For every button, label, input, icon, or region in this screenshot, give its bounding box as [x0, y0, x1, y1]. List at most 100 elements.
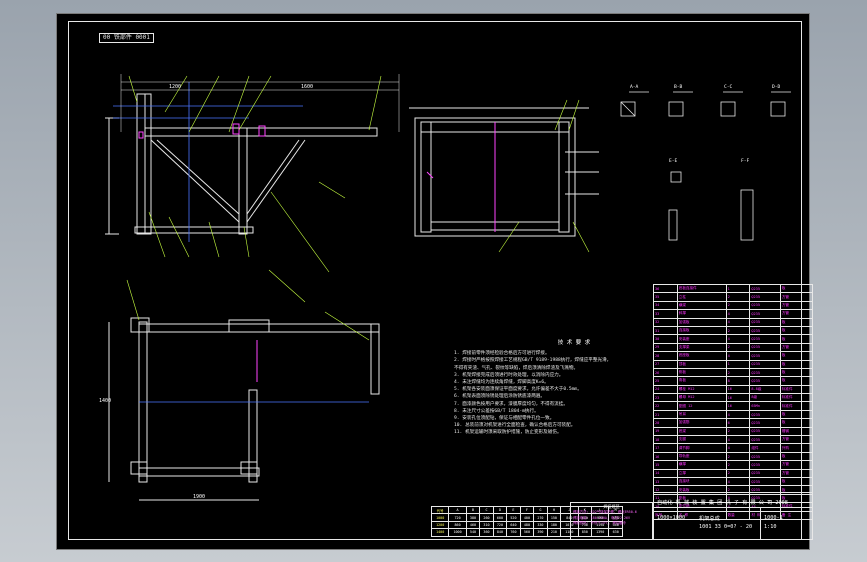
- dim-cell: 720: [448, 513, 467, 522]
- top-dim-2: 1600: [301, 84, 313, 90]
- dim-cell: 600: [492, 513, 508, 522]
- bom-cell: Q235: [749, 342, 781, 353]
- bom-cell: 8.8级: [749, 384, 781, 395]
- bom-cell: 36: [653, 283, 678, 294]
- cad-viewport[interactable]: 1200 1600: [56, 13, 814, 550]
- bom-cell: 板: [779, 351, 814, 361]
- bom-cell: Q235: [749, 317, 781, 327]
- bom-cell: 16: [725, 401, 751, 411]
- bom-cell: 板: [779, 325, 814, 336]
- bom-cell: 21: [653, 409, 678, 420]
- bom-cell: Q235: [749, 418, 781, 428]
- dim-cell: B: [465, 505, 481, 515]
- section-label-2: B-B: [674, 84, 683, 90]
- bom-cell: 2: [725, 342, 751, 353]
- bom-cell: 2: [725, 460, 751, 470]
- dim-cell: 代号: [430, 505, 450, 515]
- plan-view: [108, 317, 380, 501]
- dim-cell: 1400: [430, 528, 450, 537]
- bom-cell: 板: [779, 418, 814, 428]
- bom-cell: 32: [653, 317, 678, 327]
- bom-cell: Q235: [749, 292, 781, 302]
- bom-cell: 方管: [779, 435, 814, 445]
- bom-cell: 板: [779, 317, 814, 327]
- drawing-sheet: 1200 1600: [68, 21, 814, 540]
- bom-cell: 板: [779, 367, 814, 378]
- bom-cell: Q235: [749, 309, 781, 319]
- dim-cell: 840: [492, 528, 508, 537]
- dim-cell: 1200: [430, 520, 450, 530]
- bottom-dim: 1900: [193, 494, 205, 500]
- dim-cell: 640: [506, 520, 521, 530]
- dim-cell: 1000: [448, 528, 467, 537]
- bom-cell: 底板连接件: [676, 283, 727, 294]
- bom-cell: Q235: [749, 468, 781, 479]
- diagonal-brace: [150, 139, 240, 223]
- bom-cell: 4: [725, 317, 751, 327]
- dim-cell: 720: [492, 520, 508, 530]
- dim-cell: E: [506, 505, 521, 515]
- bom-cell: 19: [653, 426, 678, 437]
- bom-row: 序号名 称数量材 料备 注: [653, 510, 814, 520]
- bom-cell: 23: [653, 393, 678, 403]
- bom-cell: 槽钢: [779, 426, 814, 437]
- dim-cell: D: [492, 505, 508, 515]
- notes-line: 2. 焊接时严格按照焊接工艺规程GB/T 9189-1988执行，焊缝应平整光滑…: [454, 358, 612, 364]
- bom-cell: 16: [653, 451, 678, 462]
- notes-line: 10. 总装前须对机架进行全面检查，确认合格后方可装配。: [454, 423, 576, 429]
- bom-cell: 板: [779, 409, 814, 420]
- bom-cell: 吊耳: [676, 409, 727, 420]
- bom-cell: 角板: [676, 376, 727, 386]
- dim-cell: H: [546, 505, 562, 515]
- notes-title: 技 术 要 求: [557, 340, 591, 346]
- bom-cell: 25: [653, 376, 678, 386]
- bom-cell: 侧板: [676, 367, 727, 378]
- part-name: 机架总成: [699, 516, 720, 522]
- section-label-3: C-C: [724, 84, 733, 90]
- bom-cell: 板: [779, 476, 814, 487]
- bom-cell: 数量: [725, 510, 751, 520]
- bom-cell: 8: [725, 376, 751, 386]
- bom-cell: 底梁: [676, 426, 727, 437]
- bom-cell: 1: [725, 283, 751, 294]
- notes-line: 4. 未注焊缝均为连续角焊缝，焊脚高度K=6。: [454, 380, 549, 386]
- bom-cell: 22: [653, 401, 678, 411]
- bom-cell: 4: [725, 435, 751, 445]
- dim-cell: 1390: [590, 528, 610, 537]
- bom-cell: 板: [779, 359, 814, 369]
- bom-cell: 横梁: [676, 300, 727, 311]
- bom-cell: 标准件: [779, 384, 814, 395]
- bom-cell: 板: [779, 376, 814, 386]
- bom-cell: 2: [725, 367, 751, 378]
- bom-cell: Q235: [749, 451, 781, 462]
- bom-cell: 名 称: [676, 510, 727, 520]
- dim-cell: 860: [448, 520, 467, 530]
- bom-cell: Q235: [749, 351, 781, 361]
- dim-cell: 330: [533, 520, 548, 530]
- bom-cell: 板: [779, 283, 814, 294]
- dim-cell: G: [533, 505, 548, 515]
- right-diagonal-brace: [246, 139, 306, 223]
- bom-cell: Q235: [749, 409, 781, 420]
- title-block: 自动化 机 械 装 置 集 团 机 子 有 限 公 司-2008 机架总成 10…: [653, 492, 813, 540]
- dim-cell: 180: [546, 520, 562, 530]
- section-label-5: E-E: [669, 158, 678, 164]
- bom-cell: 支撑梁: [676, 342, 727, 353]
- drawing-scale: 1:10: [764, 524, 777, 530]
- bom-cell: 螺母 M12: [676, 393, 727, 403]
- bom-cell: Q235: [749, 367, 781, 378]
- bom-cell: 4: [725, 309, 751, 319]
